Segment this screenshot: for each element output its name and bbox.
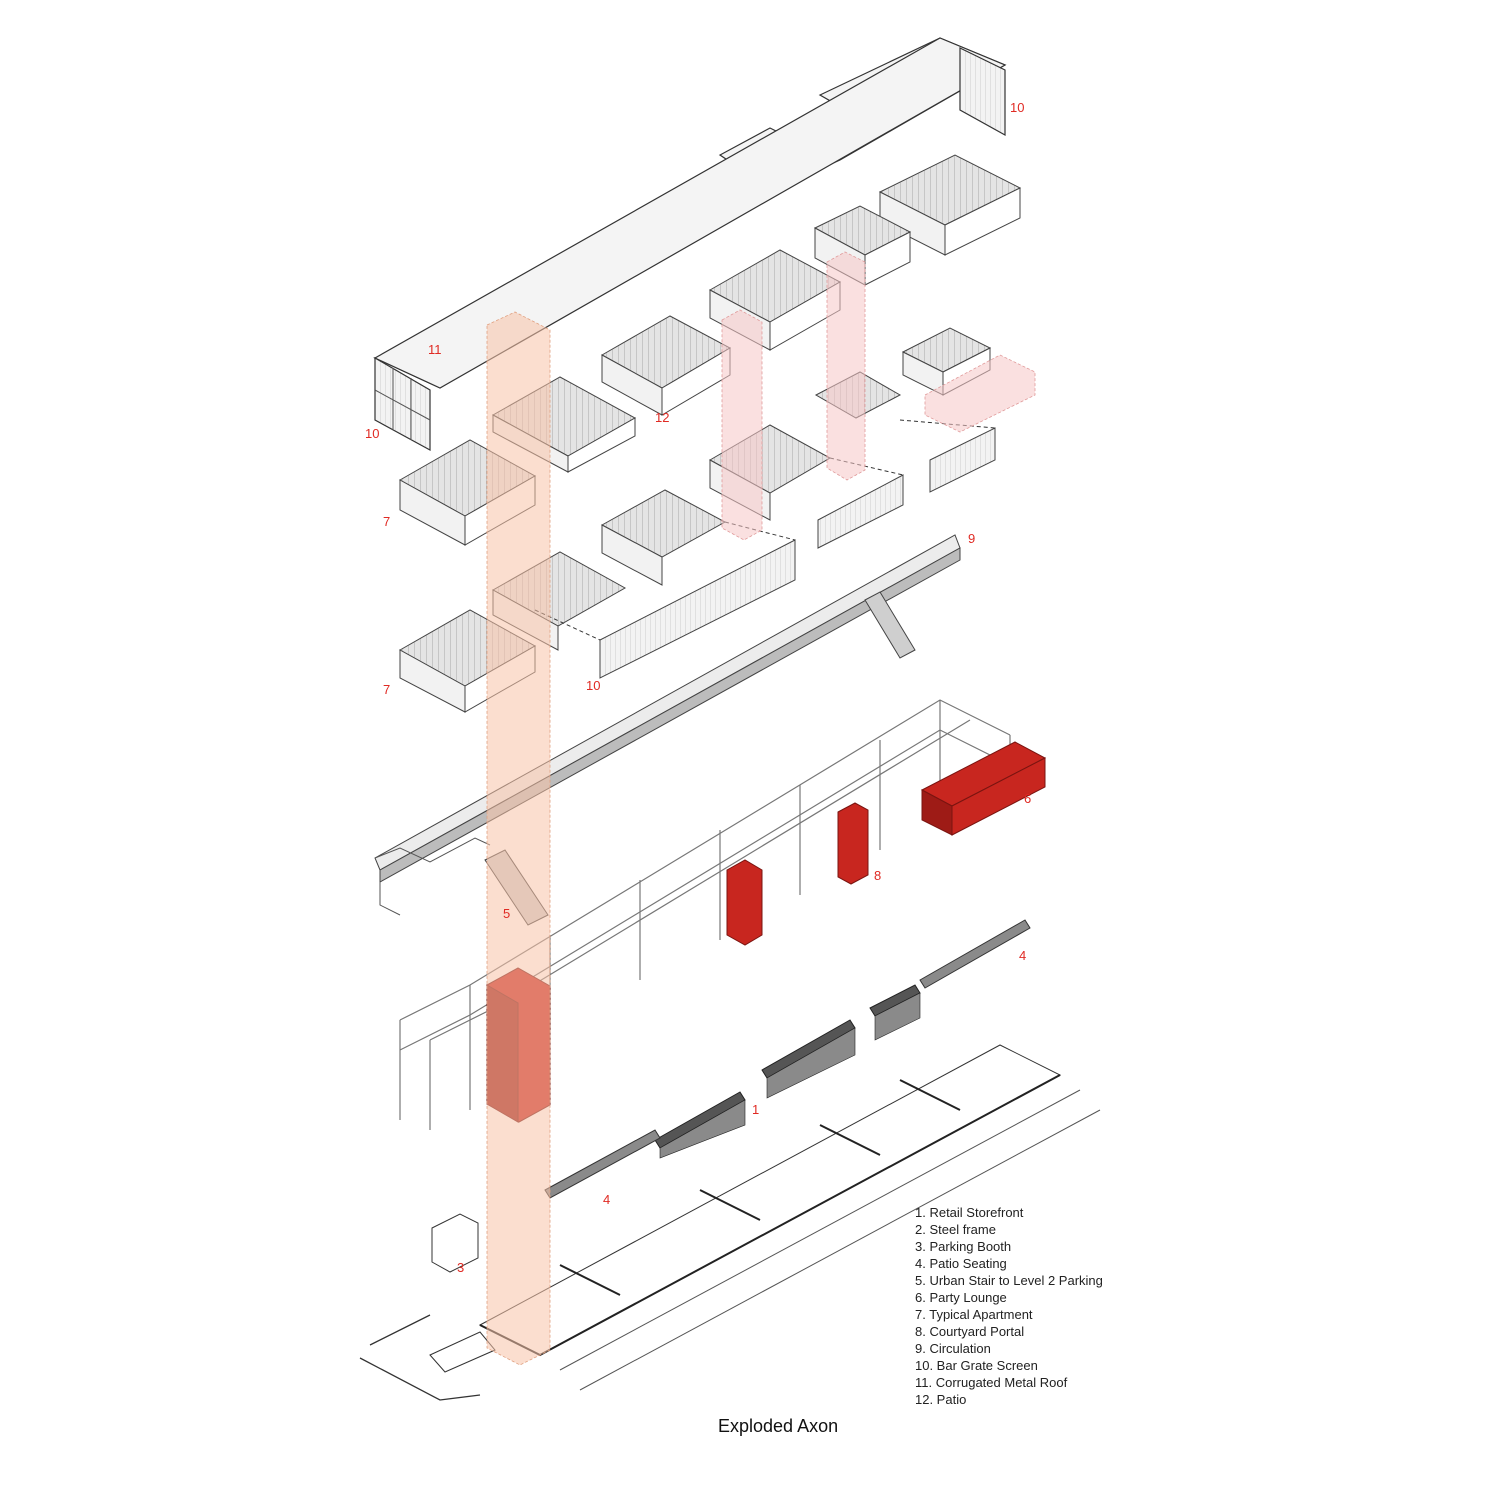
callout-10-left: 10 — [365, 426, 379, 441]
ground-floor-plan — [359, 1044, 1101, 1401]
portal-shafts — [486, 251, 1036, 1366]
courtyard-portals — [726, 802, 869, 946]
callout-4-right: 4 — [1019, 948, 1026, 963]
callout-7-upper: 7 — [383, 514, 390, 529]
callout-11: 11 — [428, 342, 442, 357]
callout-6: 6 — [1024, 791, 1031, 806]
callouts: 10 11 10 12 7 9 7 10 6 8 5 4 1 4 3 — [365, 100, 1031, 1275]
drawing-caption: Exploded Axon — [718, 1416, 838, 1436]
legend-item: 12. Patio — [915, 1392, 966, 1407]
party-lounge — [920, 741, 1047, 836]
corrugated-metal-roof — [373, 37, 1007, 452]
legend-item: 7. Typical Apartment — [915, 1307, 1033, 1322]
legend-item: 10. Bar Grate Screen — [915, 1358, 1038, 1373]
legend-item: 11. Corrugated Metal Roof — [915, 1375, 1068, 1390]
callout-10-top: 10 — [1010, 100, 1024, 115]
legend: 1. Retail Storefront 2. Steel frame 3. P… — [915, 1205, 1103, 1407]
callout-12: 12 — [655, 410, 669, 425]
patio-canopies — [544, 919, 1031, 1199]
legend-item: 6. Party Lounge — [915, 1290, 1007, 1305]
callout-4-left: 4 — [603, 1192, 610, 1207]
callout-3: 3 — [457, 1260, 464, 1275]
bar-grate-screens — [534, 419, 996, 679]
retail-storefronts — [654, 984, 921, 1159]
legend-item: 5. Urban Stair to Level 2 Parking — [915, 1273, 1103, 1288]
legend-item: 2. Steel frame — [915, 1222, 996, 1237]
circulation-walkway — [374, 534, 961, 926]
callout-5: 5 — [503, 906, 510, 921]
legend-item: 3. Parking Booth — [915, 1239, 1011, 1254]
legend-item: 4. Patio Seating — [915, 1256, 1007, 1271]
legend-item: 1. Retail Storefront — [915, 1205, 1024, 1220]
legend-item: 9. Circulation — [915, 1341, 991, 1356]
callout-7-lower: 7 — [383, 682, 390, 697]
callout-8: 8 — [874, 868, 881, 883]
callout-1: 1 — [752, 1102, 759, 1117]
callout-9: 9 — [968, 531, 975, 546]
callout-10-mid: 10 — [586, 678, 600, 693]
legend-item: 8. Courtyard Portal — [915, 1324, 1024, 1339]
